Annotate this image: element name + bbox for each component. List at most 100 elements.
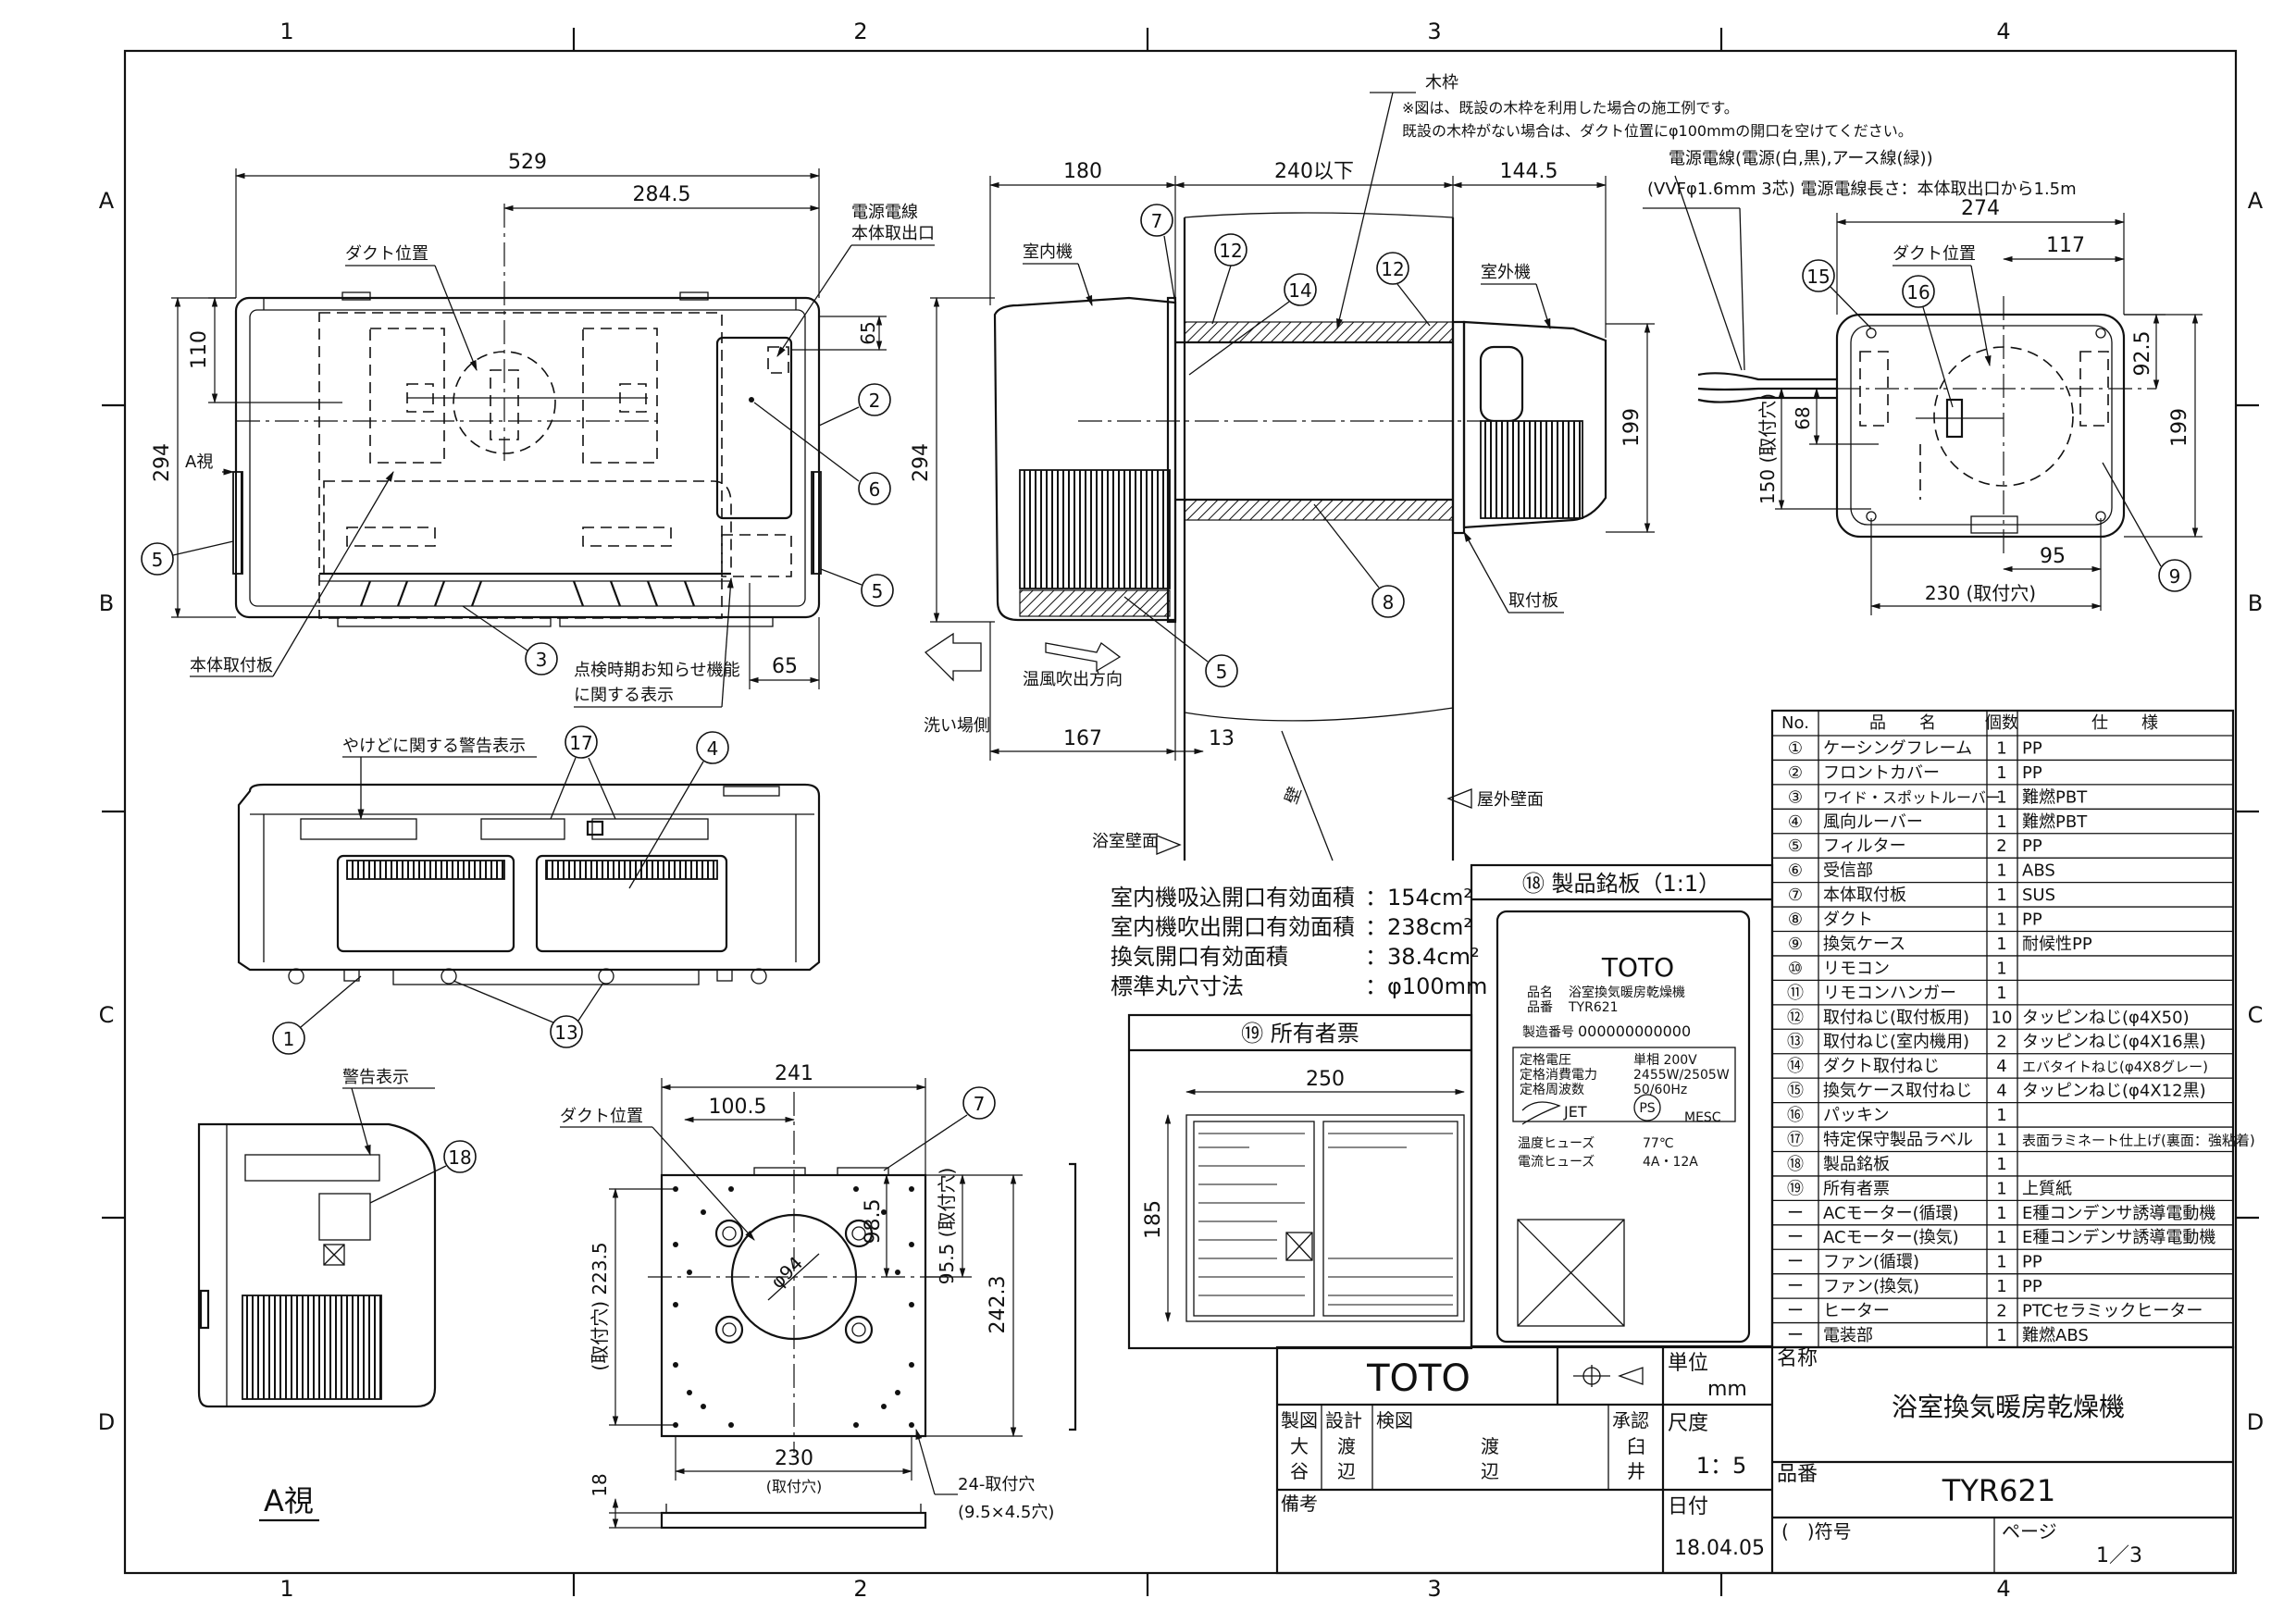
owner-card-title: ⑲ 所有者票 (1241, 1021, 1359, 1047)
ref-7-side: 7 (1151, 210, 1163, 232)
dim-144-5: 144.5 (1500, 160, 1558, 183)
parts-row-spec: 難燃ABS (2022, 1326, 2089, 1345)
label-bath-wall: 浴室壁面 (1092, 832, 1159, 851)
grid-col-2-bottom: 2 (853, 1576, 867, 1602)
grid-labels: 1 2 3 4 1 2 3 4 A B C D A B C D (98, 19, 2264, 1602)
nameplate-brand: TOTO (1601, 952, 1674, 983)
nameplate-fuse1-v: 77℃ (1643, 1136, 1674, 1151)
grid-row-c-left: C (99, 1002, 115, 1028)
title-check-v1: 渡 (1481, 1435, 1499, 1457)
parts-row-qty: 10 (1992, 1008, 2013, 1027)
title-part-label: 品番 (1777, 1463, 1818, 1486)
note-cable: 電源電線(電源(白,黒),アース線(緑)) (1669, 149, 1933, 168)
parts-row-qty: 1 (1996, 1204, 2006, 1223)
title-name-value: 浴室換気暖房乾燥機 (1892, 1392, 2125, 1422)
label-duct-position-plate: ダクト位置 (560, 1107, 643, 1126)
parts-row-name: ダクト取付ねじ (1823, 1057, 1940, 1076)
parts-row-qty: 1 (1996, 738, 2006, 758)
ventilation-case-view: 274 117 92.5 199 68 150 (取付穴) 95 230 (取付… (1643, 175, 2203, 615)
parts-header-name: 品 名 (1869, 713, 1936, 733)
parts-row-name: 本体取付板 (1823, 886, 1906, 905)
grid-row-b-left: B (99, 590, 114, 616)
parts-row-name: 電装部 (1823, 1326, 1873, 1345)
parts-row-no: ⑯ (1787, 1106, 1804, 1125)
grid-col-1-top: 1 (279, 19, 293, 44)
parts-row-spec: E種コンデンサ誘導電動機 (2022, 1204, 2215, 1223)
label-outdoor-unit: 室外機 (1481, 263, 1531, 282)
dim-240: 240以下 (1274, 160, 1354, 183)
dim-274: 274 (1961, 197, 2000, 220)
owner-card-lines (1198, 1133, 1453, 1306)
parts-row-qty: 1 (1996, 1326, 2006, 1345)
nameplate-row-2-k: 定格消費電力 (1520, 1068, 1597, 1083)
parts-row-name: 取付ねじ(室内機用) (1823, 1033, 1969, 1052)
nameplate-row-3-v: 50/60Hz (1633, 1083, 1687, 1097)
label-outer-wall: 屋外壁面 (1477, 790, 1544, 810)
dim-241: 241 (775, 1062, 813, 1085)
ref-8: 8 (1383, 591, 1395, 613)
ref-6: 6 (869, 478, 881, 501)
parts-row-name: 換気ケース取付ねじ (1823, 1082, 1972, 1101)
bottom-view: やけどに関する警告表示 17 4 1 13 (237, 725, 821, 1055)
nameplate-name-label: 品名 (1527, 985, 1553, 1000)
parts-row-no: ⑭ (1787, 1057, 1804, 1076)
parts-row-name: リモコンハンガー (1823, 984, 1956, 1003)
dim-199-side: 199 (1620, 408, 1644, 447)
dim-250: 250 (1306, 1068, 1345, 1091)
dim-230-case: 230 (取付穴) (1925, 582, 2036, 604)
title-company: TOTO (1366, 1357, 1471, 1400)
dim-110: 110 (188, 330, 211, 369)
ref-2: 2 (869, 390, 881, 412)
nameplate-serial-value: 000000000000 (1578, 1022, 1691, 1040)
parts-row-spec: タッピンねじ(φ4X50) (2022, 1008, 2190, 1027)
ref-18-a: 18 (448, 1146, 471, 1169)
label-mount-holes-2: (9.5×4.5穴) (958, 1503, 1054, 1522)
parts-row-spec: PP (2022, 836, 2042, 856)
owner-card-box: ⑲ 所有者票 250 185 (1127, 1013, 1473, 1350)
parts-row-name: フロントカバー (1823, 763, 1940, 783)
label-a-view-title: A視 (264, 1483, 314, 1518)
nameplate-name-value: 浴室換気暖房乾燥機 (1569, 985, 1685, 1000)
louver-fins (359, 580, 696, 607)
ref-16: 16 (1906, 281, 1930, 304)
nameplate-model-value: TYR621 (1568, 1000, 1619, 1015)
dim-68: 68 (1792, 406, 1814, 429)
grid-col-2-top: 2 (853, 19, 867, 44)
dim-242-3: 242.3 (987, 1276, 1010, 1334)
parts-row-name: 受信部 (1823, 861, 1873, 881)
title-scale-label: 尺度 (1668, 1412, 1708, 1435)
parts-row-name: ワイド・スポットルーバー (1823, 788, 2001, 806)
dim-98-5: 98.5 (862, 1199, 885, 1245)
area-label-1: 室内機吸込開口有効面積 (1111, 885, 1355, 911)
label-cable-out-2: 本体取出口 (851, 224, 935, 243)
front-view: 529 284.5 110 294 65 65 ダクト位置 電源電線 本体取出口… (141, 151, 935, 708)
label-mount-plate-side: 取付板 (1508, 591, 1558, 611)
dim-95-5: 95.5 (取付穴) (936, 1168, 958, 1285)
parts-row-no: ⑩ (1788, 959, 1803, 978)
sheet-frame (102, 28, 2259, 1596)
title-block: TOTO 単位 mm 名称 浴室換気暖房乾燥機 製図 大 谷 設計 渡 辺 検図… (1275, 1345, 2235, 1575)
title-name-label: 名称 (1777, 1347, 1818, 1370)
parts-row-no: ⑥ (1788, 861, 1803, 881)
ref-7-plate: 7 (974, 1093, 986, 1115)
dim-phi94: φ94 (766, 1252, 807, 1293)
dim-294: 294 (151, 443, 174, 482)
grid-col-1-bottom: 1 (279, 1576, 293, 1602)
parts-row-qty: 4 (1996, 1082, 2006, 1101)
area-label-3: 換気開口有効面積 (1111, 944, 1288, 970)
nameplate-row-2-v: 2455W/2505W (1633, 1068, 1730, 1083)
title-page-label: ページ (2002, 1520, 2057, 1542)
title-made-v2: 谷 (1290, 1460, 1309, 1482)
label-burn-warning: やけどに関する警告表示 (342, 737, 526, 756)
dim-117: 117 (2046, 234, 2085, 257)
grid-row-d-right: D (2247, 1409, 2264, 1435)
parts-row-name: ファン(循環) (1823, 1253, 1919, 1272)
label-duct-position: ダクト位置 (345, 244, 428, 264)
dim-100-5: 100.5 (709, 1096, 767, 1119)
nameplate-fuse1-k: 温度ヒューズ (1518, 1136, 1595, 1151)
dim-180: 180 (1063, 160, 1102, 183)
area-value-3: ：38.4cm² (1365, 944, 1480, 970)
parts-row-name: ACモーター(循環) (1823, 1204, 1959, 1223)
ref-12-left: 12 (1219, 240, 1242, 262)
